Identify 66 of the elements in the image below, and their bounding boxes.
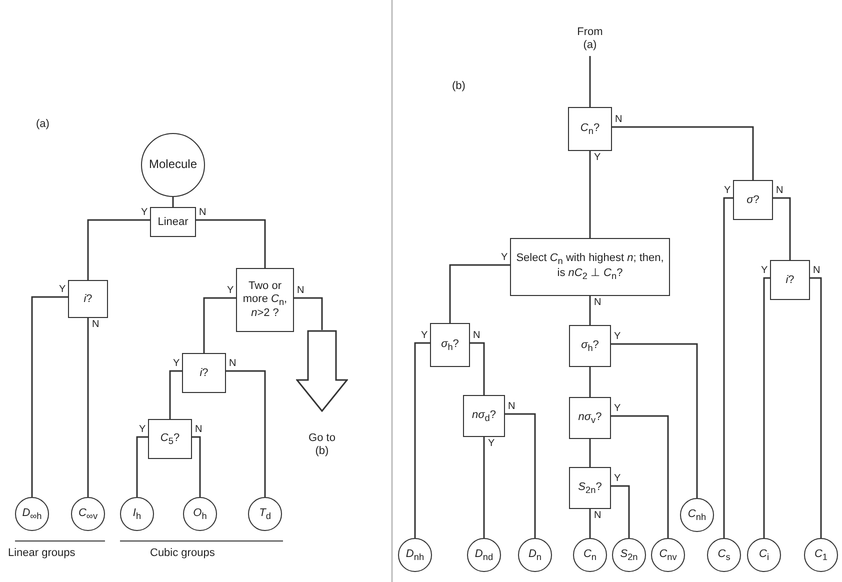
connector-line [196, 219, 266, 268]
connector-line [763, 277, 770, 538]
connector-line [169, 370, 182, 419]
decision-box: σ$_{h}$? [430, 323, 470, 367]
connector-line [810, 277, 822, 538]
connector-line [589, 439, 591, 467]
panel-label: (a) [36, 118, 50, 130]
result-circle: C$_{1}$ [804, 538, 838, 572]
connector-line [723, 197, 733, 538]
decision-box: S$_{2n}$? [569, 467, 611, 509]
result-circle: D$_{∞h}$ [15, 497, 49, 531]
result-circle: I$_{h}$ [120, 497, 154, 531]
connector-line [483, 437, 485, 538]
decision-box: Two or more C$_{n}$, n>2 ? [236, 268, 294, 332]
group-label: Linear groups [8, 547, 76, 559]
result-circle: D$_{n}$ [518, 538, 552, 572]
connector-line [87, 318, 89, 497]
connector-line [589, 56, 591, 107]
connector-line [172, 197, 174, 207]
connector-line [470, 342, 485, 395]
result-circle: D$_{nh}$ [398, 538, 432, 572]
result-circle: O$_{h}$ [183, 497, 217, 531]
decision-box: C$_{5}$? [148, 419, 192, 459]
result-circle: C$_{i}$ [747, 538, 781, 572]
decision-box: Linear [150, 207, 196, 237]
result-circle: C$_{nv}$ [651, 538, 685, 572]
decision-box: σ$_{h}$? [569, 325, 611, 367]
connector-line [87, 219, 150, 280]
result-circle: T$_{d}$ [248, 497, 282, 531]
result-circle: D$_{nd}$ [467, 538, 501, 572]
node-label: Go to (b) [308, 432, 336, 458]
group-label: Cubic groups [150, 547, 215, 559]
connector-line [136, 436, 148, 497]
connector-line [612, 126, 754, 180]
connector-line [226, 370, 266, 497]
result-circle: C$_{nh}$ [680, 498, 714, 532]
panel-label: (b) [452, 80, 466, 92]
connector-line [589, 367, 591, 397]
decision-box: σ? [733, 180, 773, 220]
decision-box: nσ$_{d}$? [463, 395, 505, 437]
start-text: From (a) [571, 22, 609, 56]
connector-line [611, 415, 669, 538]
connector-line [449, 264, 510, 323]
connector-line [203, 297, 236, 353]
connector-line [505, 413, 536, 538]
connector-line [589, 509, 591, 538]
connector-line [192, 436, 201, 497]
decision-box: Select C$_{n}$ with highest n; then, is nC$_{2}$ ⊥ C$_{n}$? [510, 238, 670, 296]
start-circle: Molecule [141, 133, 205, 197]
decision-box: i? [770, 260, 810, 300]
result-circle: S$_{2n}$ [612, 538, 646, 572]
connector-line [589, 296, 591, 325]
decision-box: i? [182, 353, 226, 393]
connector-line [611, 343, 698, 498]
connector-line [294, 297, 323, 330]
connector-line [773, 197, 791, 260]
result-circle: C$_{n}$ [573, 538, 607, 572]
decision-box: nσ$_{v}$? [569, 397, 611, 439]
decision-box: i? [68, 280, 108, 318]
connector-line [589, 151, 591, 238]
result-circle: C$_{∞v}$ [71, 497, 105, 531]
result-circle: C$_{s}$ [707, 538, 741, 572]
connector-line [31, 296, 68, 497]
connector-line [611, 485, 630, 538]
connector-line [414, 342, 430, 538]
decision-box: C$_{n}$? [568, 107, 612, 151]
